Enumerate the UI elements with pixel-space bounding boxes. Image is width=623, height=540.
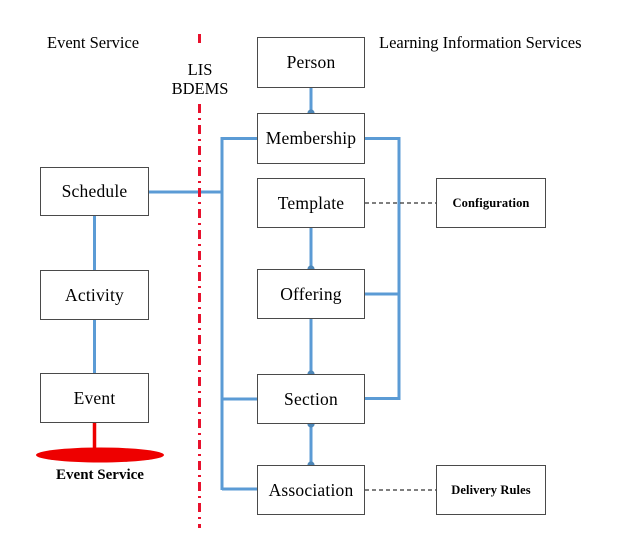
node-membership[interactable]: Membership bbox=[257, 113, 365, 164]
divider-label-line1: LIS bbox=[187, 60, 213, 79]
node-association[interactable]: Association bbox=[257, 465, 365, 515]
node-person[interactable]: Person bbox=[257, 37, 365, 88]
node-schedule[interactable]: Schedule bbox=[40, 167, 149, 216]
node-activity[interactable]: Activity bbox=[40, 270, 149, 320]
node-section[interactable]: Section bbox=[257, 374, 365, 424]
event-service-endpoint-ellipse bbox=[36, 447, 164, 463]
node-event[interactable]: Event bbox=[40, 373, 149, 423]
node-template[interactable]: Template bbox=[257, 178, 365, 228]
divider-label-line2: BDEMS bbox=[171, 79, 229, 99]
title-left-event-service: Event Service bbox=[47, 33, 140, 52]
node-offering[interactable]: Offering bbox=[257, 269, 365, 319]
title-right-learning-information-services: Learning Information Services bbox=[379, 33, 582, 52]
node-delivery-rules[interactable]: Delivery Rules bbox=[436, 465, 546, 515]
node-configuration[interactable]: Configuration bbox=[436, 178, 546, 228]
lis-bdems-divider-label: LIS BDEMS bbox=[150, 60, 250, 99]
event-service-endpoint-label: Event Service bbox=[56, 467, 144, 483]
